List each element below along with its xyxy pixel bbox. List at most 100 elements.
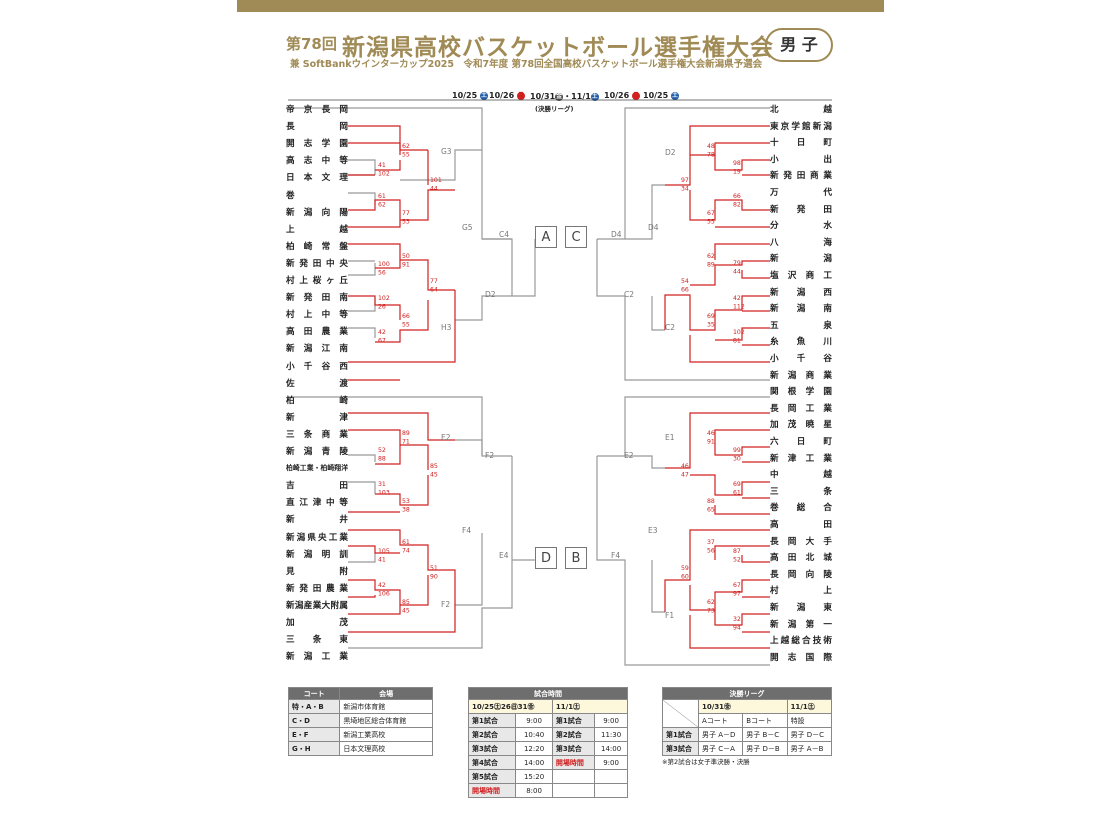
left-score: 103 — [378, 490, 390, 497]
left-score: 71 — [402, 439, 410, 446]
right-score: 112 — [733, 304, 745, 311]
venue-header-court: コート — [287, 687, 341, 700]
saturday-icon: 土 — [670, 91, 679, 100]
label-E3: E3 — [648, 526, 658, 535]
left-score: 74 — [402, 548, 410, 555]
court-B: B — [565, 547, 587, 569]
time-cell: 第2試合 — [467, 727, 517, 742]
left-score: 42 — [378, 582, 386, 589]
label-F4-left: F4 — [462, 526, 471, 535]
left-score: 56 — [378, 270, 386, 277]
date-round1-left: 10/25 土 — [452, 91, 488, 100]
right-team-name: 加茂暁星 — [770, 420, 832, 431]
right-score: 59 — [681, 565, 689, 572]
court-A: A — [535, 226, 557, 248]
right-team-name: 分水 — [770, 221, 832, 232]
time-cell: 9:00 — [515, 713, 553, 728]
left-score: 42 — [378, 329, 386, 336]
right-score: 69 — [707, 313, 715, 320]
left-team-name: 新潟明訓 — [286, 549, 348, 560]
label-G3: G3 — [441, 147, 452, 156]
final-row-label: 第3試合 — [661, 741, 700, 756]
right-team-name: 新津工業 — [770, 453, 832, 464]
label-F2-left-b: F2 — [441, 600, 450, 609]
gender-badge: 男 子 — [765, 28, 833, 62]
court-col-special: 特設 — [786, 713, 833, 728]
left-score: 52 — [378, 447, 386, 454]
left-team-name: 新発田中央 — [286, 258, 348, 269]
date-final-league: 10/31金・11/1土 — [530, 92, 599, 101]
date-round2-left: 10/26 日 — [489, 91, 525, 100]
left-team-name: 吉田 — [286, 481, 348, 492]
left-team-name: 新潟産業大附属 — [286, 600, 348, 611]
right-team-name: 高田北城 — [770, 553, 832, 564]
left-score: 45 — [402, 608, 410, 615]
right-score: 82 — [733, 202, 741, 209]
left-score: 77 — [430, 278, 438, 285]
left-team-name: 小千谷西 — [286, 361, 348, 372]
time-col2-date: 11/1㊏ — [551, 699, 629, 714]
right-score: 46 — [707, 430, 715, 437]
left-team-name: 加茂 — [286, 618, 348, 628]
right-score: 34 — [681, 186, 689, 193]
time-cell: 第1試合 — [551, 713, 596, 728]
left-score: 85 — [430, 463, 438, 470]
right-score: 46 — [681, 463, 689, 470]
venue-name-cell: 新潟市体育館 — [339, 699, 433, 714]
final-cell: 男子 A－D — [698, 727, 744, 742]
time-col1-date: 10/25㊏26㊐31㊎ — [468, 699, 553, 714]
right-team-name: 北越 — [770, 105, 832, 115]
right-score: 87 — [733, 548, 741, 555]
label-D4-right-b: D4 — [648, 223, 659, 232]
venue-name-cell: 黒埼地区総合体育館 — [339, 713, 433, 728]
friday-icon: 金 — [555, 92, 564, 101]
left-score: 41 — [378, 162, 386, 169]
right-team-name: 東京学館新潟 — [770, 121, 832, 132]
left-score: 64 — [430, 287, 438, 294]
final-table-header: 決勝リーグ — [662, 687, 832, 700]
time-cell — [594, 783, 628, 798]
right-score: 94 — [733, 625, 741, 632]
time-cell: 14:00 — [594, 741, 628, 756]
left-score: 26 — [378, 304, 386, 311]
right-team-name: 高田 — [770, 520, 832, 530]
right-team-name: 八海 — [770, 237, 832, 248]
right-score: 19 — [733, 169, 741, 176]
time-cell: 第3試合 — [551, 741, 596, 756]
left-score: 62 — [402, 143, 410, 150]
right-team-name: 小千谷 — [770, 354, 832, 364]
label-D2: D2 — [485, 290, 496, 299]
final-cell: 男子 B－C — [742, 727, 788, 742]
left-score: 88 — [378, 456, 386, 463]
left-team-name: 直江津中等 — [286, 498, 348, 509]
right-team-name: 巻総合 — [770, 503, 832, 514]
label-F1: F1 — [665, 611, 674, 620]
right-team-name: 関根学園 — [770, 387, 832, 398]
sunday-icon: 日 — [631, 91, 640, 100]
time-cell: 第3試合 — [467, 741, 517, 756]
right-score: 62 — [707, 253, 715, 260]
right-score: 65 — [707, 507, 715, 514]
left-score: 44 — [430, 186, 438, 193]
left-team-name: 高田農業 — [286, 327, 348, 338]
time-cell: 第2試合 — [551, 727, 596, 742]
left-team-name: 三条商業 — [286, 429, 348, 440]
right-team-name: 小出 — [770, 154, 832, 165]
left-score: 45 — [430, 472, 438, 479]
left-score: 62 — [378, 202, 386, 209]
time-cell: 12:20 — [515, 741, 553, 756]
left-team-name: 日本文理 — [286, 173, 348, 184]
right-score: 48 — [707, 143, 715, 150]
left-team-name: 巻 — [286, 190, 295, 201]
time-cell: 8:00 — [515, 783, 553, 798]
venue-name-cell: 日本文理高校 — [339, 741, 433, 756]
venue-header-venue: 会場 — [339, 687, 433, 700]
left-team-name: 村上中等 — [286, 310, 348, 321]
time-cell: 第5試合 — [467, 769, 517, 784]
right-score: 32 — [733, 616, 741, 623]
label-C2-right-b: C2 — [665, 323, 675, 332]
